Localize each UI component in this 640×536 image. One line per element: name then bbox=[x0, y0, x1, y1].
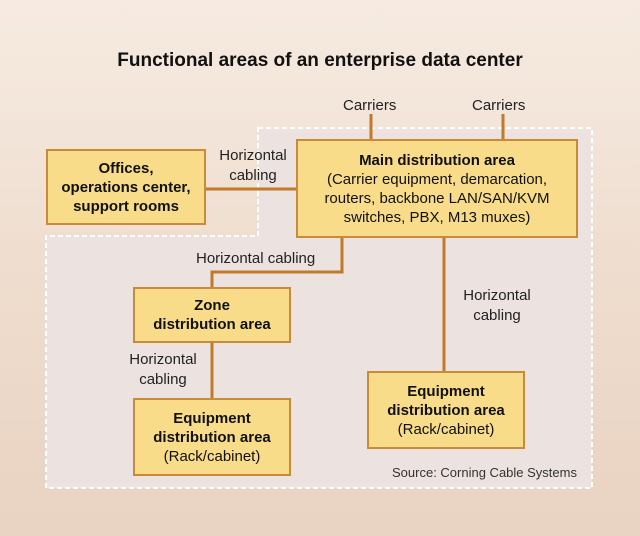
mda-detail-3: switches, PBX, M13 muxes) bbox=[343, 208, 531, 226]
eda-right-sub: (Rack/cabinet) bbox=[397, 420, 495, 438]
source-credit: Source: Corning Cable Systems bbox=[392, 465, 577, 480]
eda-right-line-2: distribution area bbox=[387, 401, 505, 419]
equipment-distribution-area-right-box: Equipment distribution area (Rack/cabine… bbox=[367, 371, 525, 449]
horizontal-cabling-label-left: Horizontal cabling bbox=[122, 350, 204, 390]
main-distribution-area-box: Main distribution area (Carrier equipmen… bbox=[296, 139, 578, 238]
zda-line-1: Zone bbox=[194, 297, 230, 314]
mda-title: Main distribution area bbox=[359, 151, 515, 169]
hc-right-line-1: Horizontal bbox=[463, 287, 531, 304]
offices-line-3: support rooms bbox=[73, 197, 179, 215]
eda-left-sub: (Rack/cabinet) bbox=[163, 447, 261, 465]
mda-to-zda-line bbox=[210, 237, 344, 288]
offices-box: Offices, operations center, support room… bbox=[46, 149, 206, 225]
eda-right-line-1: Equipment bbox=[407, 382, 485, 400]
hc-right-line-2: cabling bbox=[473, 307, 521, 324]
horizontal-cabling-label-right: Horizontal cabling bbox=[456, 286, 538, 326]
eda-left-line-2: distribution area bbox=[153, 428, 271, 446]
mda-detail-2: routers, backbone LAN/SAN/KVM bbox=[324, 189, 550, 207]
diagram-title: Functional areas of an enterprise data c… bbox=[117, 50, 523, 71]
horizontal-cabling-label-zone: Horizontal cabling bbox=[196, 250, 316, 267]
hc-left-line-1: Horizontal bbox=[129, 351, 197, 368]
carriers-label-left: Carriers bbox=[343, 97, 397, 114]
equipment-distribution-area-left-box: Equipment distribution area (Rack/cabine… bbox=[133, 398, 291, 476]
zda-line-2: distribution area bbox=[153, 316, 271, 333]
hc-offices-line-1: Horizontal bbox=[219, 147, 287, 164]
eda-left-line-1: Equipment bbox=[173, 409, 251, 427]
carriers-label-right: Carriers bbox=[472, 97, 526, 114]
offices-line-2: operations center, bbox=[61, 178, 191, 196]
offices-line-1: Offices, bbox=[98, 159, 154, 177]
zone-distribution-area-box: Zone distribution area bbox=[133, 287, 291, 343]
horizontal-cabling-label-offices: Horizontal cabling bbox=[212, 146, 294, 186]
hc-left-line-2: cabling bbox=[139, 371, 187, 388]
hc-offices-line-2: cabling bbox=[229, 167, 277, 184]
mda-detail-1: (Carrier equipment, demarcation, bbox=[326, 170, 548, 188]
